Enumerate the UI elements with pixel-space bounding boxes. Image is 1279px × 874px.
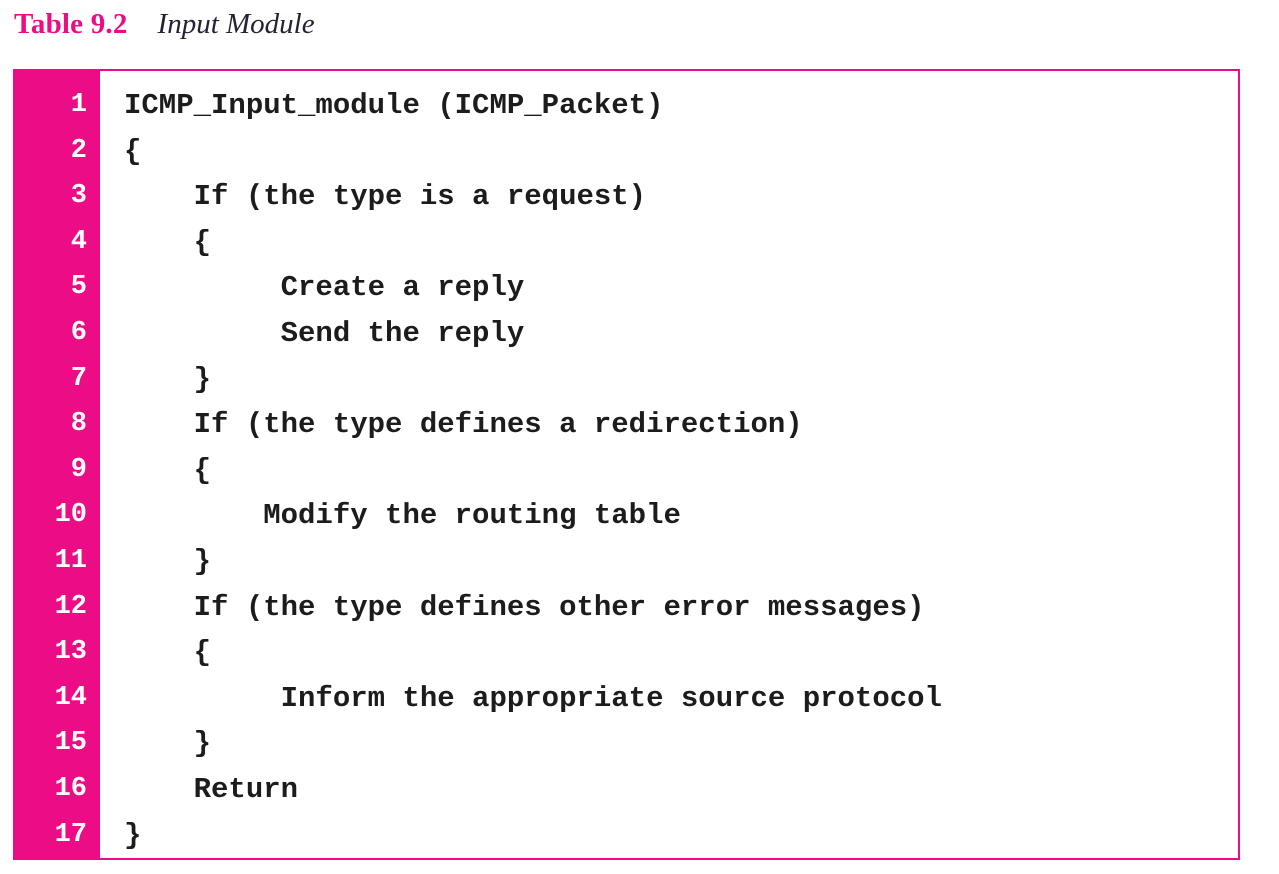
- code-text: If (the type defines other error message…: [124, 590, 925, 624]
- table-number-label: Table 9.2: [14, 8, 128, 40]
- code-rows: 1 ICMP_Input_module (ICMP_Packet) 2 { 3 …: [15, 71, 1238, 858]
- code-line-row: 10 Modify the routing table: [15, 493, 1238, 539]
- line-number: 17: [54, 819, 87, 850]
- code-line-row: 8 If (the type defines a redirection): [15, 402, 1238, 448]
- line-number: 7: [70, 363, 87, 394]
- line-number: 3: [70, 181, 87, 212]
- table-title: Table 9.2 Input Module: [14, 8, 1279, 48]
- code-text: Send the reply: [124, 316, 525, 350]
- line-number: 9: [70, 454, 87, 485]
- line-number-gutter: [15, 71, 100, 858]
- code-line-row: 1 ICMP_Input_module (ICMP_Packet): [15, 83, 1238, 129]
- line-number: 2: [70, 135, 87, 166]
- line-number: 14: [54, 682, 87, 713]
- code-text: {: [124, 225, 212, 259]
- code-text: Create a reply: [124, 271, 525, 305]
- code-line-row: 12 If (the type defines other error mess…: [15, 585, 1238, 631]
- pseudocode-listing-box: 1 ICMP_Input_module (ICMP_Packet) 2 { 3 …: [13, 69, 1240, 860]
- code-line-row: 13 {: [15, 630, 1238, 676]
- code-line-row: 16 Return: [15, 767, 1238, 813]
- code-text: }: [124, 544, 212, 578]
- code-line-row: 4 {: [15, 220, 1238, 266]
- code-line-row: 3 If (the type is a request): [15, 174, 1238, 220]
- code-line-row: 14 Inform the appropriate source protoco…: [15, 676, 1238, 722]
- code-text: If (the type defines a redirection): [124, 408, 803, 442]
- code-text: If (the type is a request): [124, 180, 647, 214]
- code-text: Return: [124, 772, 299, 806]
- code-line-row: 15 }: [15, 721, 1238, 767]
- code-line-row: 9 {: [15, 448, 1238, 494]
- code-line-row: 5 Create a reply: [15, 265, 1238, 311]
- code-line-row: 7 }: [15, 357, 1238, 403]
- line-number: 13: [54, 637, 87, 668]
- code-text: {: [124, 636, 212, 670]
- code-text: Modify the routing table: [124, 499, 681, 533]
- code-text: Inform the appropriate source protocol: [124, 681, 942, 715]
- code-line-row: 17 }: [15, 813, 1238, 859]
- code-line-row: 6 Send the reply: [15, 311, 1238, 357]
- line-number: 11: [54, 545, 87, 576]
- line-number: 16: [54, 773, 87, 804]
- code-text: {: [124, 134, 142, 168]
- code-text: }: [124, 362, 212, 396]
- line-number: 5: [70, 272, 87, 303]
- line-number: 8: [70, 409, 87, 440]
- code-text: }: [124, 727, 212, 761]
- line-number: 6: [70, 317, 87, 348]
- code-line-row: 11 }: [15, 539, 1238, 585]
- code-line-row: 2 {: [15, 129, 1238, 175]
- line-number: 10: [54, 500, 87, 531]
- code-text: }: [124, 818, 142, 852]
- table-caption: Input Module: [157, 8, 315, 40]
- line-number: 1: [70, 90, 87, 120]
- line-number: 12: [54, 591, 87, 622]
- line-number: 4: [70, 226, 87, 257]
- code-text: {: [124, 453, 212, 487]
- code-text: ICMP_Input_module (ICMP_Packet): [124, 89, 664, 122]
- line-number: 15: [54, 728, 87, 759]
